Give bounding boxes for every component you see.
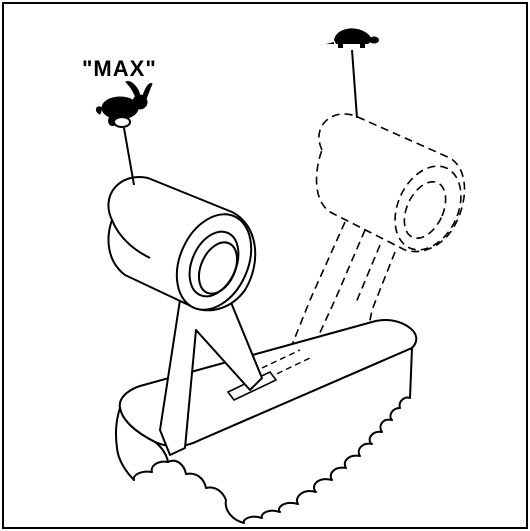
lever-max-position [107, 176, 263, 456]
max-label: "MAX" [82, 56, 157, 81]
turtle-icon [326, 28, 379, 48]
max-indicator-line [123, 127, 135, 186]
slow-indicator-line [351, 49, 358, 119]
rabbit-icon [95, 81, 153, 128]
base-ghost-slot [261, 349, 311, 379]
